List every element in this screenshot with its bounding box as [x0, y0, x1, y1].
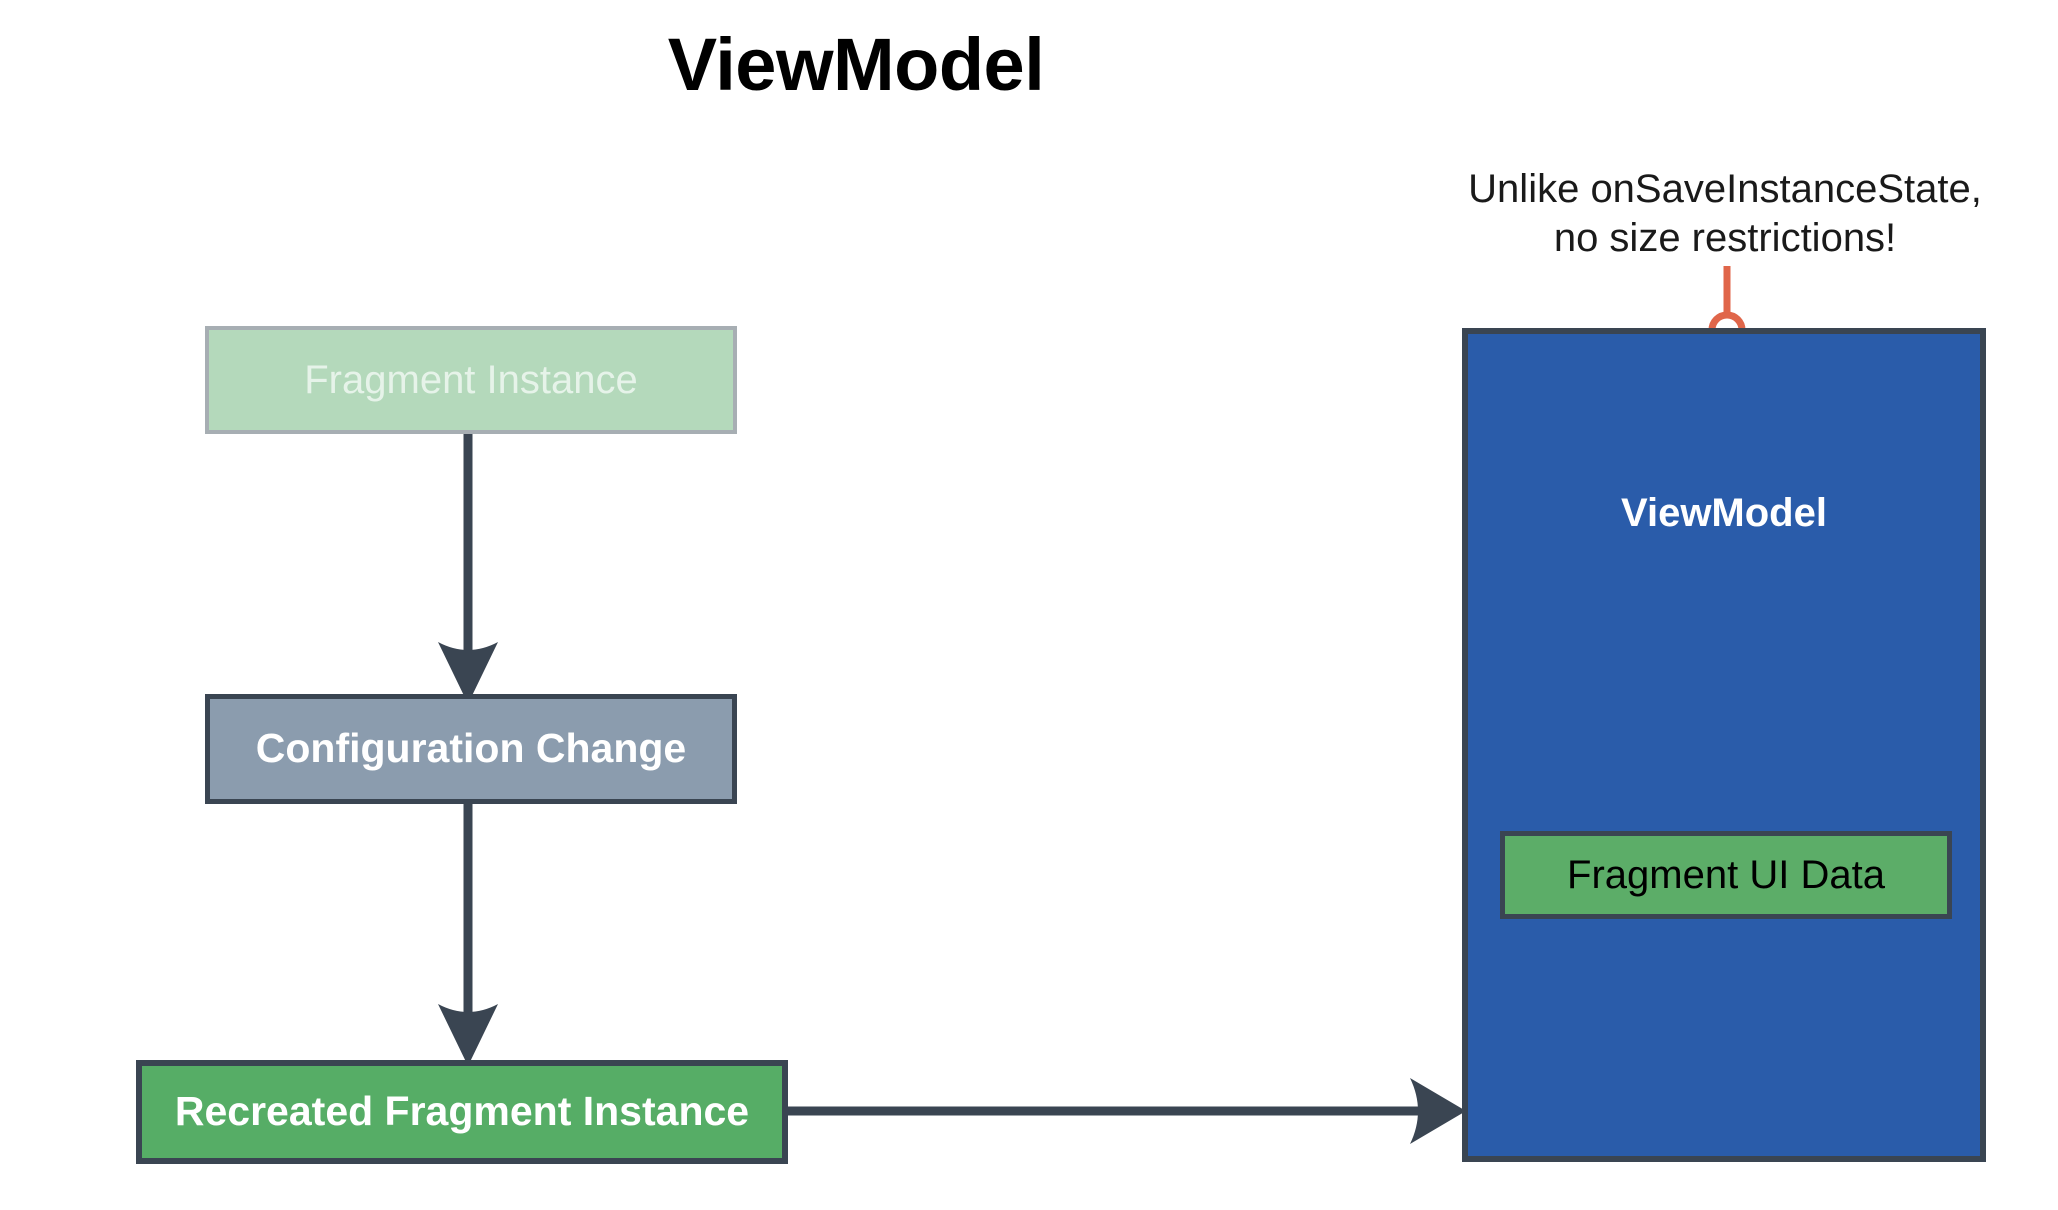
- page-title: ViewModel: [667, 23, 1045, 106]
- annotation-text: Unlike onSaveInstanceState, no size rest…: [1400, 165, 2050, 263]
- annotation-line-2: no size restrictions!: [1553, 215, 1897, 260]
- node-configuration-change[interactable]: Configuration Change: [205, 694, 737, 804]
- viewmodel-container[interactable]: ViewModel Fragment UI Data: [1462, 328, 1986, 1162]
- annotation-line-1: Unlike onSaveInstanceState,: [1468, 167, 1982, 211]
- viewmodel-label: ViewModel: [1621, 491, 1827, 535]
- edge-configuration-change-to-recreated-fragment: [438, 804, 498, 1066]
- edge-recreated-fragment-to-viewmodel: [788, 1078, 1466, 1144]
- node-fragment-ui-data[interactable]: Fragment UI Data: [1500, 831, 1952, 919]
- edge-fragment-instance-to-configuration-change: [438, 434, 498, 704]
- node-recreated-fragment-instance[interactable]: Recreated Fragment Instance: [136, 1060, 788, 1164]
- node-fragment-instance[interactable]: Fragment Instance: [205, 326, 737, 434]
